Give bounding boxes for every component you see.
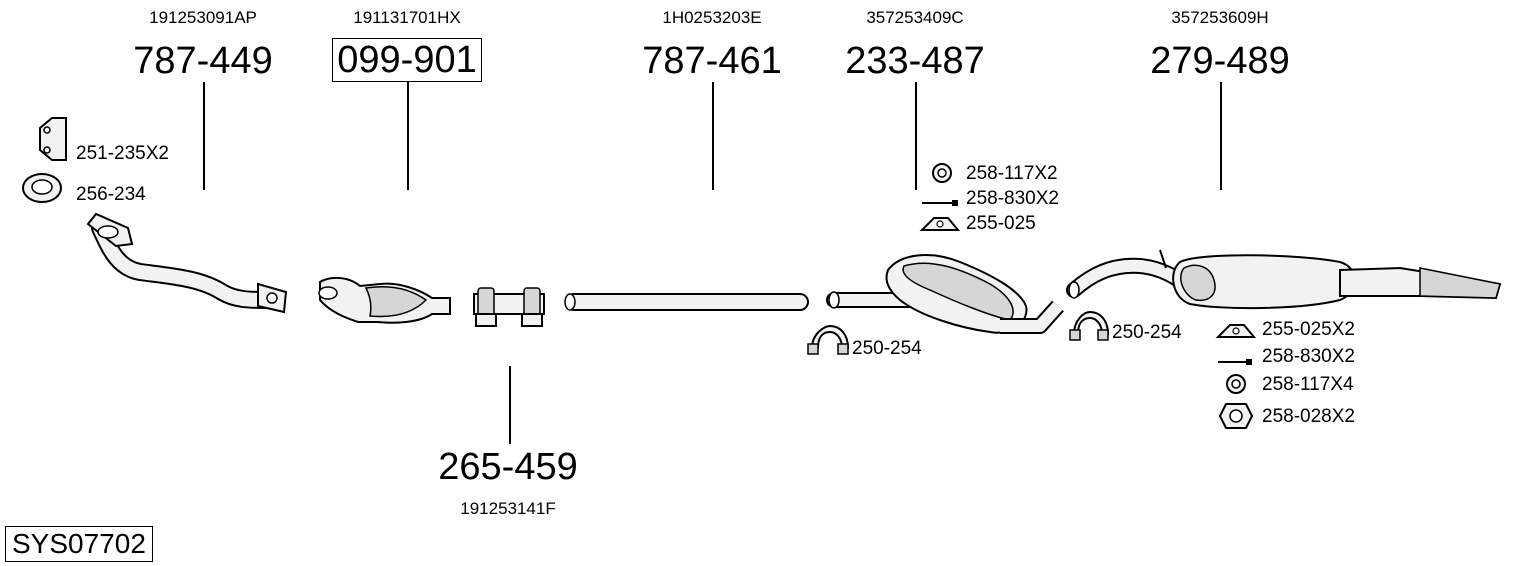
ring-icon-mid[interactable] [932, 163, 952, 183]
accessory-label-clamp-rear[interactable]: 250-254 [1112, 322, 1182, 343]
system-code-box: SYS07702 [5, 526, 153, 562]
oem-number-middle-silencer: 357253409C [866, 8, 964, 27]
bolt-icon-mid[interactable] [922, 200, 958, 206]
bolt-icon-rear[interactable] [1218, 359, 1252, 365]
ring-icon-rear[interactable] [1226, 374, 1246, 394]
nut-icon-rear[interactable] [1218, 403, 1254, 429]
leader-line-middle-silencer [915, 82, 917, 190]
flange-gasket-icon[interactable] [22, 173, 62, 203]
accessory-label-clamp-mid[interactable]: 250-254 [852, 338, 922, 359]
hanger-icon-rear[interactable] [1215, 324, 1257, 338]
leader-line-rear-silencer [1220, 82, 1222, 190]
leader-line-catalyst [407, 82, 409, 190]
part-number-middle-silencer[interactable]: 233-487 [845, 40, 985, 82]
middle-silencer-icon[interactable] [826, 254, 1064, 334]
oem-number-rear-silencer: 357253609H [1171, 8, 1269, 27]
accessory-label-hanger-mid[interactable]: 255-025 [966, 213, 1036, 234]
accessory-label-ring-mid[interactable]: 258-117X2 [966, 163, 1058, 184]
rear-silencer-icon[interactable] [1066, 249, 1502, 310]
leader-line-connector [509, 366, 511, 444]
clamp-icon-rear[interactable] [1069, 310, 1110, 341]
hanger-icon-mid[interactable] [919, 217, 961, 231]
oem-number-center-pipe: 1H0253203E [662, 8, 762, 27]
accessory-label-flange-gasket[interactable]: 256-234 [76, 184, 146, 205]
accessory-label-gasket-bracket[interactable]: 251-235X2 [76, 143, 169, 164]
accessory-label-hanger-rear[interactable]: 255-025X2 [1262, 319, 1355, 340]
accessory-label-bolt-rear[interactable]: 258-830X2 [1262, 346, 1355, 367]
oem-number-connector: 191253141F [460, 499, 556, 518]
accessory-label-nut-rear[interactable]: 258-028X2 [1262, 406, 1355, 427]
part-number-front-pipe[interactable]: 787-449 [133, 40, 273, 82]
accessory-label-ring-rear[interactable]: 258-117X4 [1262, 374, 1354, 395]
oem-number-front-pipe: 191253091AP [149, 8, 257, 27]
gasket-bracket-icon[interactable] [39, 117, 67, 161]
pipe-connector-icon[interactable] [473, 287, 545, 327]
part-number-connector[interactable]: 265-459 [438, 446, 578, 488]
accessory-label-bolt-mid[interactable]: 258-830X2 [966, 188, 1059, 209]
part-number-center-pipe[interactable]: 787-461 [642, 40, 782, 82]
leader-line-center-pipe [712, 82, 714, 190]
part-number-catalyst-label[interactable]: 099-901 [332, 38, 482, 82]
catalytic-converter-icon[interactable] [318, 276, 451, 324]
part-number-rear-silencer[interactable]: 279-489 [1150, 40, 1290, 82]
front-pipe-icon[interactable] [86, 212, 288, 314]
clamp-icon-mid[interactable] [807, 324, 850, 355]
oem-number-catalyst: 191131701HX [353, 8, 461, 27]
center-pipe-icon[interactable] [564, 293, 809, 311]
part-number-catalyst[interactable]: 099-901 [317, 38, 497, 82]
leader-line-front-pipe [203, 82, 205, 190]
